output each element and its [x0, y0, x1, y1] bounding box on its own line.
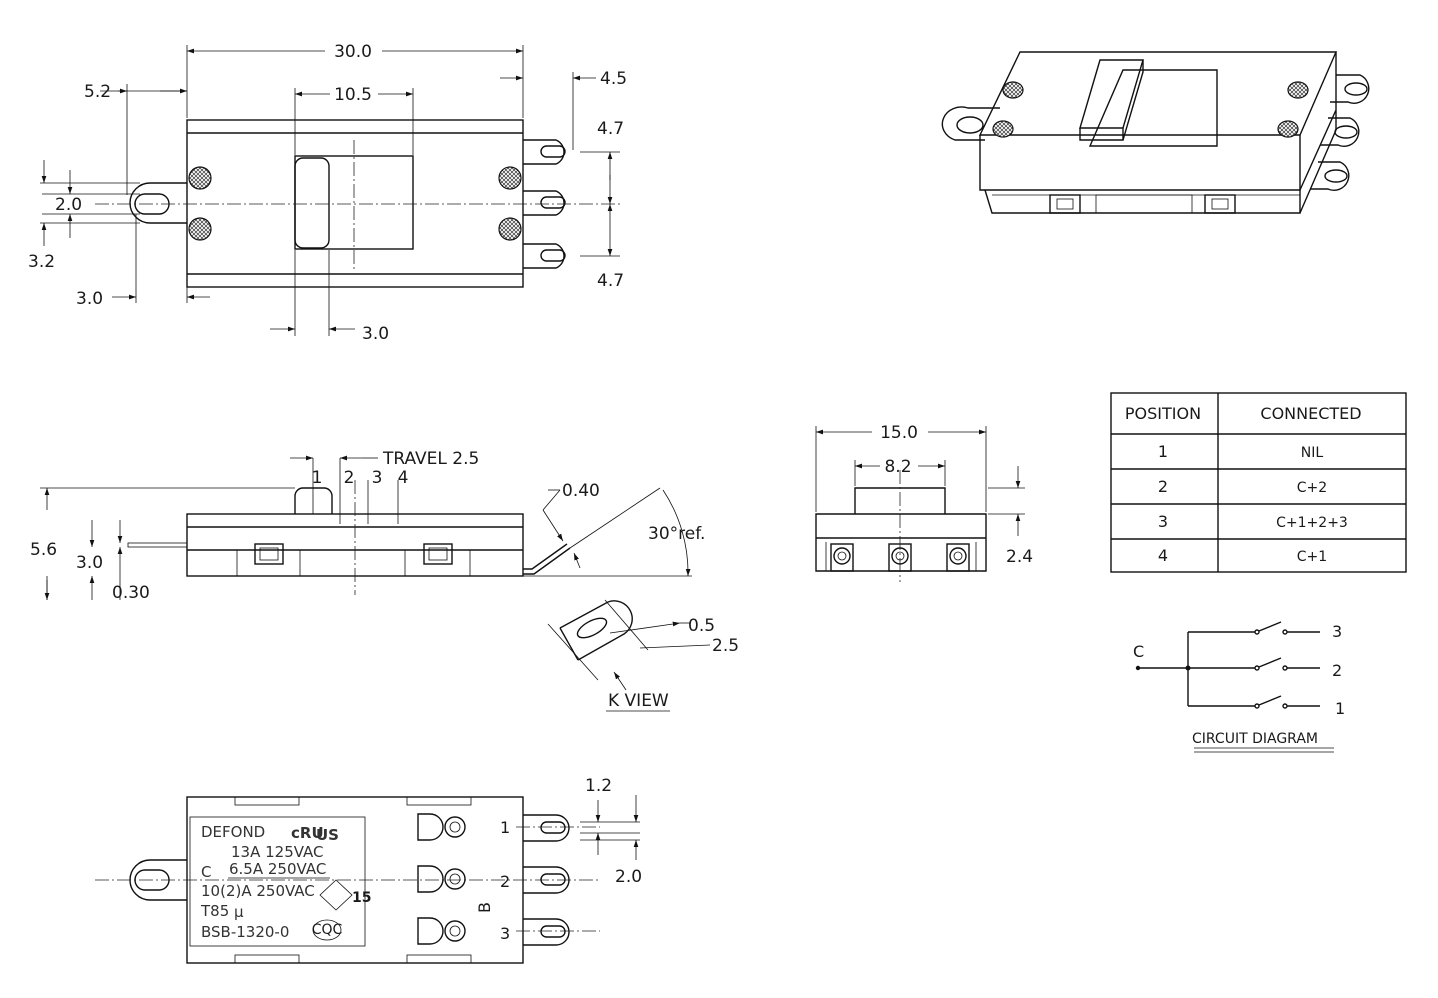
table-cell: 3 — [1158, 512, 1168, 531]
circuit-title: CIRCUIT DIAGRAM — [1192, 731, 1318, 747]
circuit-output-3: 3 — [1332, 622, 1342, 641]
dim-actuator-width: 3.0 — [362, 324, 389, 344]
position-4-label: 4 — [398, 468, 409, 488]
label-rating1: 13A 125VAC — [231, 843, 324, 861]
dim-pin-thickness: 0.40 — [562, 481, 600, 501]
circuit-common-label: C — [1133, 642, 1144, 661]
rivet-icon — [498, 166, 522, 190]
dim-tab-offset: 4.5 — [600, 69, 627, 89]
label-rating3: 10(2)A 250VAC — [201, 882, 315, 900]
travel-label: TRAVEL 2.5 — [382, 449, 479, 469]
side-view: TRAVEL 2.5 1 2 3 4 5.6 3.0 0.30 0.40 30°… — [30, 449, 705, 603]
table-cell: C+1 — [1297, 549, 1327, 565]
table-cell: 4 — [1158, 546, 1168, 565]
end-view: 15.0 8.2 2.4 — [815, 423, 1033, 582]
k-view-dim-width: 2.5 — [712, 636, 739, 656]
rivet-icon — [992, 120, 1014, 138]
circuit-output-1: 1 — [1335, 699, 1345, 718]
dim-pin-pitch-top: 4.7 — [597, 119, 624, 139]
dim-slot-width: 10.5 — [334, 85, 372, 105]
table-cell: 2 — [1158, 477, 1168, 496]
table-cell: C+2 — [1297, 480, 1327, 496]
cqc-mark-icon — [312, 919, 342, 941]
dim-pin-pitch: 2.0 — [615, 867, 642, 887]
table-header-connected: CONNECTED — [1260, 404, 1361, 423]
label-brand: DEFOND — [201, 823, 265, 841]
rivet-icon — [188, 217, 212, 241]
ul-mark-icon: cRU — [291, 824, 324, 842]
dim-mount-hole-dia: 2.0 — [55, 195, 82, 215]
top-view-pins — [523, 139, 566, 269]
position-1-label: 1 — [312, 468, 323, 488]
table-header-position: POSITION — [1125, 404, 1201, 423]
end-view-dim-pin-height: 2.4 — [1006, 547, 1033, 567]
pin-label-2: 2 — [500, 872, 510, 891]
isometric-view — [941, 51, 1370, 214]
mu-symbol-icon: μ — [234, 903, 244, 921]
rivet-icon — [498, 217, 522, 241]
rivet-icon — [1277, 120, 1299, 138]
k-view-dim-slot: 0.5 — [688, 616, 715, 636]
dim-pin-width: 1.2 — [585, 776, 612, 796]
label-rating2: 6.5A 250VAC — [229, 860, 326, 878]
end-view-dim-width: 15.0 — [880, 423, 918, 443]
position-table: POSITION CONNECTED 1 NIL 2 C+2 3 C+1+2+3… — [1110, 392, 1407, 573]
position-2-label: 2 — [344, 468, 355, 488]
pin-label-3: 3 — [500, 924, 510, 943]
dim-tab-thickness: 0.30 — [112, 583, 150, 603]
dim-pin-pitch-bottom: 4.7 — [597, 271, 624, 291]
side-mark: B — [475, 902, 494, 913]
dim-angle: 30°ref. — [648, 524, 705, 544]
table-cell: NIL — [1301, 445, 1324, 461]
dim-height: 5.6 — [30, 540, 57, 560]
c-mark-icon: C — [201, 863, 211, 881]
k-view: 0.5 2.5 K VIEW — [547, 599, 739, 712]
dim-body-height: 3.0 — [76, 553, 103, 573]
enec-mark-icon — [319, 879, 353, 911]
end-view-dim-actuator: 8.2 — [884, 457, 911, 477]
position-3-label: 3 — [372, 468, 383, 488]
circuit-output-2: 2 — [1332, 661, 1342, 680]
top-view: 30.0 10.5 4.5 4.7 4.7 5.2 2.0 3.2 — [28, 42, 627, 344]
rivet-icon — [1002, 81, 1024, 99]
pin-label-1: 1 — [500, 818, 510, 837]
label-part: BSB-1320-0 — [201, 923, 289, 941]
rivet-icon — [188, 166, 212, 190]
ul-us-text: US — [316, 826, 339, 844]
k-view-title: K VIEW — [608, 691, 669, 711]
enec-number: 15 — [352, 890, 371, 906]
table-cell: 1 — [1158, 442, 1168, 461]
label-temp: T85 — [200, 902, 229, 920]
dim-mount-tab-length: 3.0 — [76, 289, 103, 309]
dim-mount-hole-offset: 5.2 — [84, 82, 111, 102]
dim-overall-length: 30.0 — [334, 42, 372, 62]
bottom-view-terminals — [417, 813, 466, 945]
circuit-diagram: C 3 2 1 CIRCUIT DIAGRAM — [1133, 621, 1345, 753]
table-cell: C+1+2+3 — [1276, 515, 1348, 531]
rivet-icon — [1287, 81, 1309, 99]
bottom-view: DEFOND cRU US C 13A 125VAC 6.5A 250VAC 1… — [95, 776, 642, 964]
dim-mount-tab-height: 3.2 — [28, 252, 55, 272]
cqc-text: CQC — [312, 922, 343, 938]
